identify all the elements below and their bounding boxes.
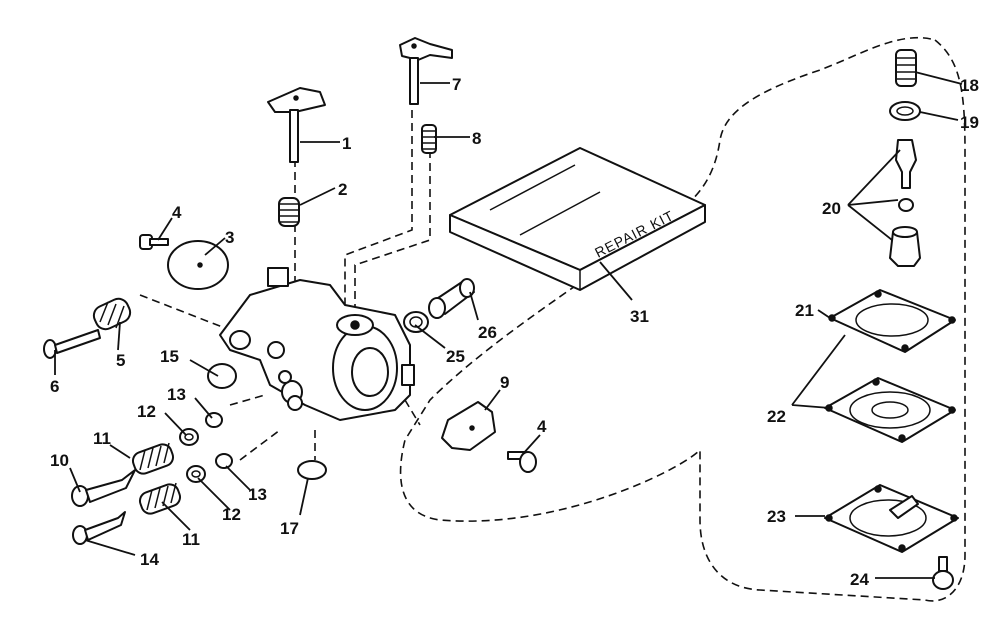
repair-kit-boundary [399,36,966,602]
callout-25: 25 [446,347,465,366]
callout-20: 20 [822,199,841,218]
leader-lines [54,71,963,579]
callout-22: 22 [767,407,786,426]
callout-24: 24 [850,570,869,589]
part-24-screw [932,556,954,590]
part-13-oring-lower [215,453,233,469]
part-19-washer [889,101,921,121]
callout-4-lower: 4 [537,417,547,436]
part-3-throttle-plate [167,240,229,290]
callout-23: 23 [767,507,786,526]
callout-19: 19 [960,113,979,132]
callout-26: 26 [478,323,497,342]
callout-11-upper: 11 [93,429,111,448]
part-18-spring [895,49,917,87]
carburetor-body [219,267,415,421]
part-22-diaphragm [824,377,956,443]
part-4-screw-lower [507,451,537,473]
part-1-throttle-shaft [267,87,326,163]
callout-2: 2 [338,180,347,199]
callout-1: 1 [342,134,351,153]
callout-4-upper: 4 [172,203,182,222]
callout-13-lower: 13 [248,485,267,504]
part-20-seat [889,226,921,267]
callout-31: 31 [630,307,649,326]
part-21-gasket [828,289,956,353]
part-12-washer-lower [186,465,206,483]
part-17-welch-plug [297,460,327,480]
callout-6: 6 [50,377,59,396]
callout-3: 3 [225,228,234,247]
part-23-diaphragm-cover [824,484,959,553]
callout-12-lower: 12 [222,505,241,524]
part-7-choke-shaft [399,37,453,105]
part-6-idle-screw [43,329,101,359]
part-25-ring [403,311,429,333]
part-9-choke-plate [441,401,496,451]
callout-14: 14 [140,550,159,569]
part-31-repair-kit-box: REPAIR KIT [449,147,706,291]
part-20-inlet-needle [895,139,917,189]
part-10-needle [71,469,136,507]
callout-9: 9 [500,373,509,392]
part-15-welch-plug [207,363,237,389]
callout-10: 10 [50,451,69,470]
callout-18: 18 [960,76,979,95]
part-14-needle [72,511,126,545]
callout-17: 17 [280,519,299,538]
callout-21: 21 [795,301,814,320]
callout-12-upper: 12 [137,402,156,421]
part-4-screw-upper [139,234,169,250]
callout-15: 15 [160,347,179,366]
callout-labels: 1 2 3 4 5 6 7 8 9 4 10 11 11 12 12 13 13… [50,75,979,589]
part-26-fitting [428,278,475,319]
callout-13-upper: 13 [167,385,186,404]
callout-7: 7 [452,75,461,94]
part-11-spring-lower [138,482,182,515]
callout-11-lower: 11 [182,530,200,549]
part-2-spring [278,197,300,227]
part-20-gasket [898,198,914,212]
callout-8: 8 [472,129,481,148]
callout-5: 5 [116,351,125,370]
part-11-spring-upper [131,442,175,475]
part-5-spring [92,297,132,331]
part-8-spring [421,124,437,154]
